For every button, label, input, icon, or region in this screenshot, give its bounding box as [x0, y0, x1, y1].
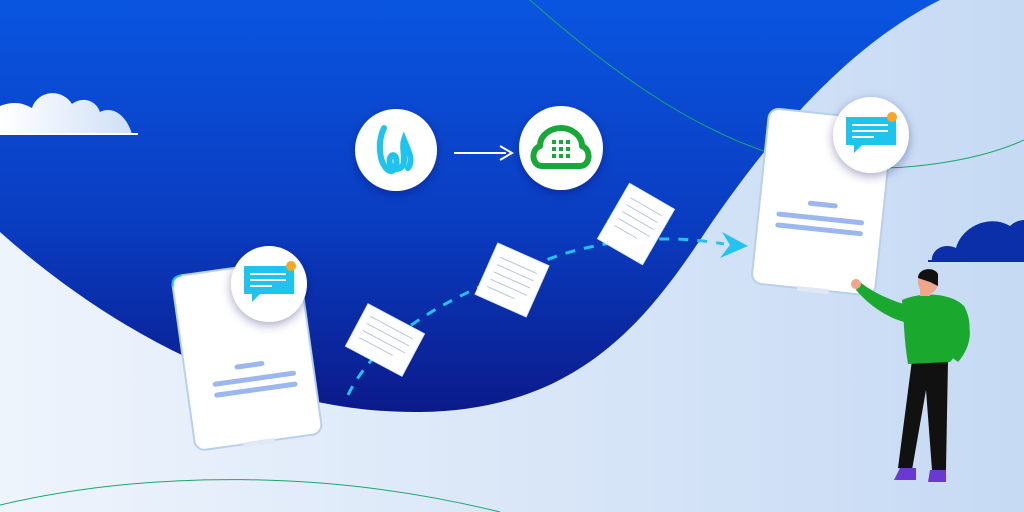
source-app-logo-icon [376, 125, 414, 174]
document-icon [474, 242, 550, 318]
decor-line [0, 479, 501, 512]
cloud-icon [0, 93, 138, 135]
arrow-right-icon [454, 145, 514, 161]
cloud-grid-logo-icon [530, 125, 592, 169]
arrow-head-icon [720, 232, 748, 258]
chat-notification [833, 97, 909, 173]
document-icon [344, 303, 426, 377]
chat-bubble-icon [846, 112, 897, 153]
chat-bubble-icon [244, 261, 296, 302]
document-icon [596, 182, 676, 266]
chat-notification [231, 246, 307, 322]
cloud-icon [928, 220, 1024, 262]
source-app-logo [355, 109, 437, 191]
person [851, 269, 970, 482]
